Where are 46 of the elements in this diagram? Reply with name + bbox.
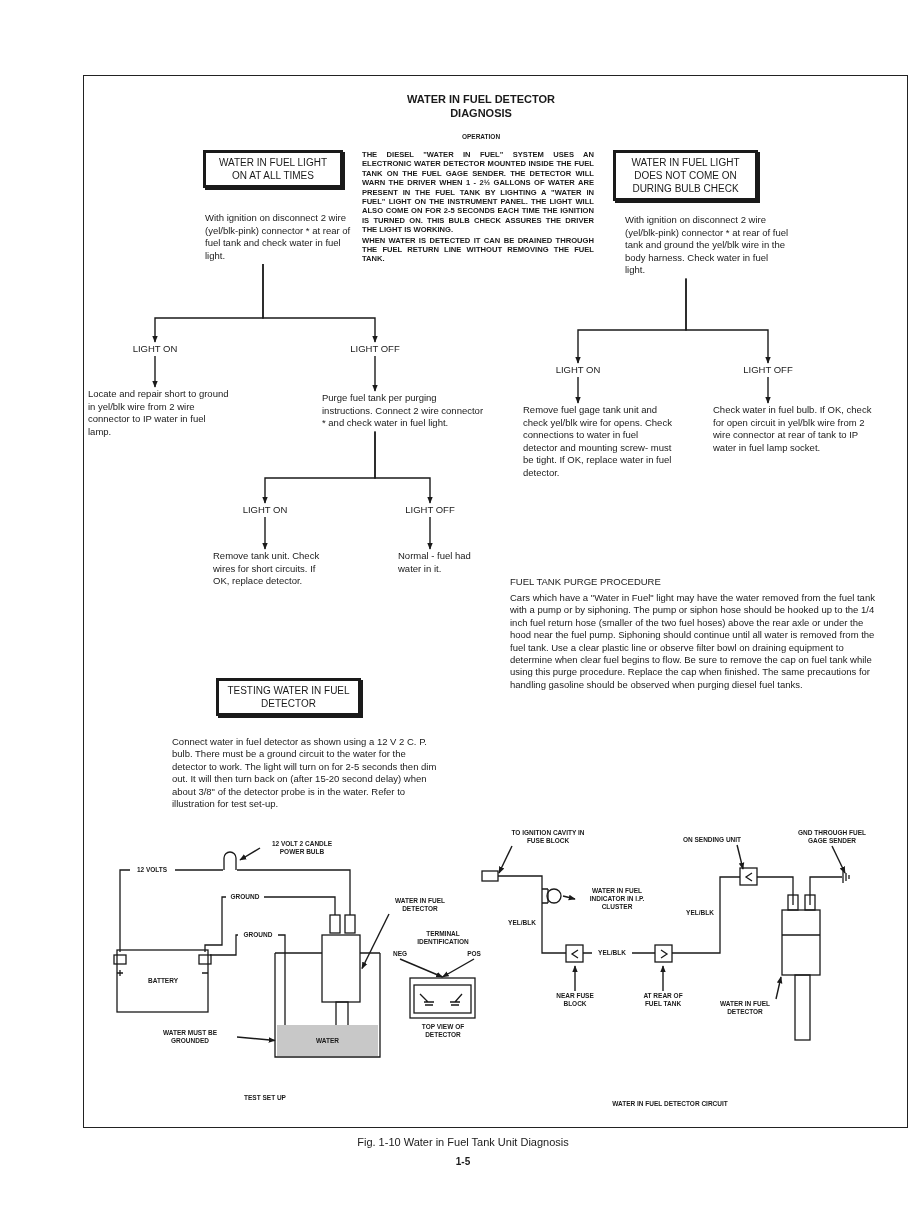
instruction-text: Remove tank unit. Check wires for short circuits. If OK, replace detector.	[213, 550, 331, 588]
heading-box: WATER IN FUEL LIGHT DOES NOT COME ON DURING BULB CHECK	[613, 150, 758, 201]
instruction-text: With ignition on disconnect 2 wire (yel/blk-pink) connector * at rear of fuel tank and check water in fuel light.	[205, 212, 353, 262]
leader-arrow	[236, 1036, 276, 1043]
leader-arrow	[498, 845, 513, 874]
result-label: LIGHT OFF	[405, 504, 455, 516]
result-label: LIGHT OFF	[350, 343, 400, 355]
arrow	[685, 277, 771, 364]
arrow	[262, 263, 378, 343]
leader-arrow	[361, 913, 390, 970]
leader-arrow	[441, 958, 475, 978]
result-label: LIGHT ON	[132, 343, 178, 355]
leader-arrow	[562, 894, 576, 901]
page-number: 1-5	[455, 1158, 471, 1166]
leader-arrow	[736, 844, 745, 870]
arrow	[262, 516, 268, 550]
detector-body	[321, 934, 361, 1003]
leader-arrow	[660, 965, 666, 992]
instruction-text: Purge fuel tank per purging instructions. Connect 2 wire connector * and check water in fuel light.	[322, 392, 484, 430]
paragraph: Connect water in fuel detector as shown using a 12 V 2 C. P. bulb. There must be a ground circuit to the water for the detector to work. The light will turn on for 2-5 seconds then dim out. It will then turn back on (after 15-20 second delay) when about 3/8" of the detector probe is in the water. Refer to illustration for test set-up.	[172, 736, 438, 811]
caption: Fig. 1-10 Water in Fuel Tank Unit Diagnosis	[357, 1136, 569, 1148]
paragraph: Cars which have a "Water in Fuel" light may have the water removed from the fuel tank with a pump or by siphoning. The pump or siphon hose should be hooked up to the 1/4 inch fuel return hose (smaller of the two fuel hoses) above the rear axle or under the hood near the fuel pump. Siphoning should continue until all water is removed from the fuel tank. Use a clear plastic line or observe filter bowl on draining equipment to determine when clear fuel begins to flow. Be sure to remove the cap on fuel tank while using this purge procedure. Replace the cap when finished. The same precautions for handling gasoline should be observed when purging diesel fuel tanks.	[510, 592, 876, 692]
title: WATER IN FUEL DETECTOR DIAGNOSIS	[406, 92, 556, 120]
instruction-text: With ignition on disconnect 2 wire (yel/blk-pink) connector * at rear of fuel tank and ground the yel/blk wire in the body harness. Check water in fuel light.	[625, 214, 790, 277]
heading-box: TESTING WATER IN FUEL DETECTOR	[216, 678, 361, 716]
leader-arrow	[572, 965, 578, 992]
arrow	[427, 516, 433, 550]
arrow	[152, 355, 158, 388]
leader-arrow	[831, 845, 846, 874]
detector-top-view	[409, 977, 476, 1019]
result-label: LIGHT OFF	[743, 364, 793, 376]
section-heading: FUEL TANK PURGE PROCEDURE	[510, 576, 661, 587]
arrow	[374, 430, 433, 504]
leader-arrow	[399, 958, 444, 978]
arrow	[575, 376, 581, 404]
arrow	[372, 355, 378, 392]
instruction-text: Remove fuel gage tank unit and check yel/blk wire for opens. Check connections to water in fuel detector and mounting screw- must be tight. If OK, replace water in fuel detector.	[523, 404, 675, 479]
result-label: LIGHT ON	[555, 364, 601, 376]
instruction-text: Check water in fuel bulb. If OK, check for open circuit in yel/blk wire from 2 wire connector at rear of tank to IP water in fuel lamp socket.	[713, 404, 878, 454]
arrow	[765, 376, 771, 404]
heading-box: WATER IN FUEL LIGHT ON AT ALL TIMES	[203, 150, 343, 188]
instruction-text: Locate and repair short to ground in yel/blk wire from 2 wire connector to IP water in fuel lamp.	[88, 388, 230, 438]
leader-arrow	[239, 847, 261, 861]
leader-arrow	[775, 976, 783, 1000]
instruction-text: Normal - fuel had water in it.	[398, 550, 478, 575]
result-label: LIGHT ON	[242, 504, 288, 516]
